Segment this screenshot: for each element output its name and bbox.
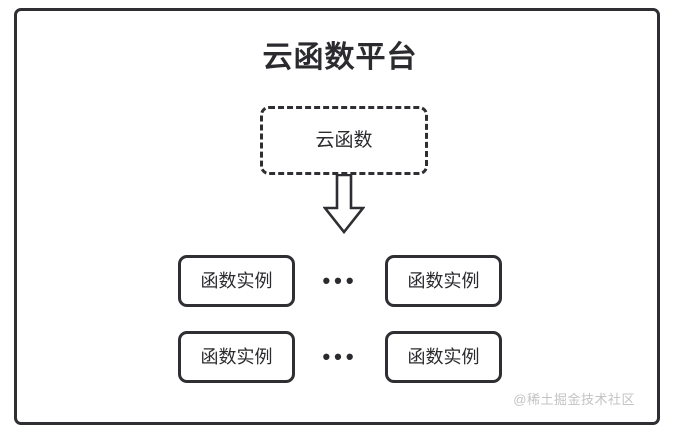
function-instance-box: 函数实例 bbox=[385, 255, 502, 307]
function-instance-box: 函数实例 bbox=[178, 331, 295, 383]
down-arrow-icon bbox=[323, 174, 365, 234]
function-instance-box: 函数实例 bbox=[385, 331, 502, 383]
watermark: @稀土掘金技术社区 bbox=[513, 392, 635, 407]
ellipsis-separator: ••• bbox=[322, 344, 358, 369]
platform-frame: 云函数平台 云函数 函数实例 ••• 函数实例 函数实例 ••• 函数实例 bbox=[14, 8, 660, 425]
ellipsis-separator: ••• bbox=[322, 268, 358, 293]
function-instance-box: 函数实例 bbox=[178, 255, 295, 307]
function-instance-label: 函数实例 bbox=[407, 271, 480, 291]
instance-row: 函数实例 ••• 函数实例 bbox=[17, 255, 663, 307]
cloud-function-label: 云函数 bbox=[315, 129, 373, 151]
page-title: 云函数平台 bbox=[262, 41, 418, 74]
function-instance-label: 函数实例 bbox=[200, 347, 273, 367]
function-instance-label: 函数实例 bbox=[200, 271, 273, 291]
function-instance-label: 函数实例 bbox=[407, 347, 480, 367]
instance-row: 函数实例 ••• 函数实例 bbox=[17, 331, 663, 383]
cloud-function-node: 云函数 bbox=[260, 106, 428, 175]
